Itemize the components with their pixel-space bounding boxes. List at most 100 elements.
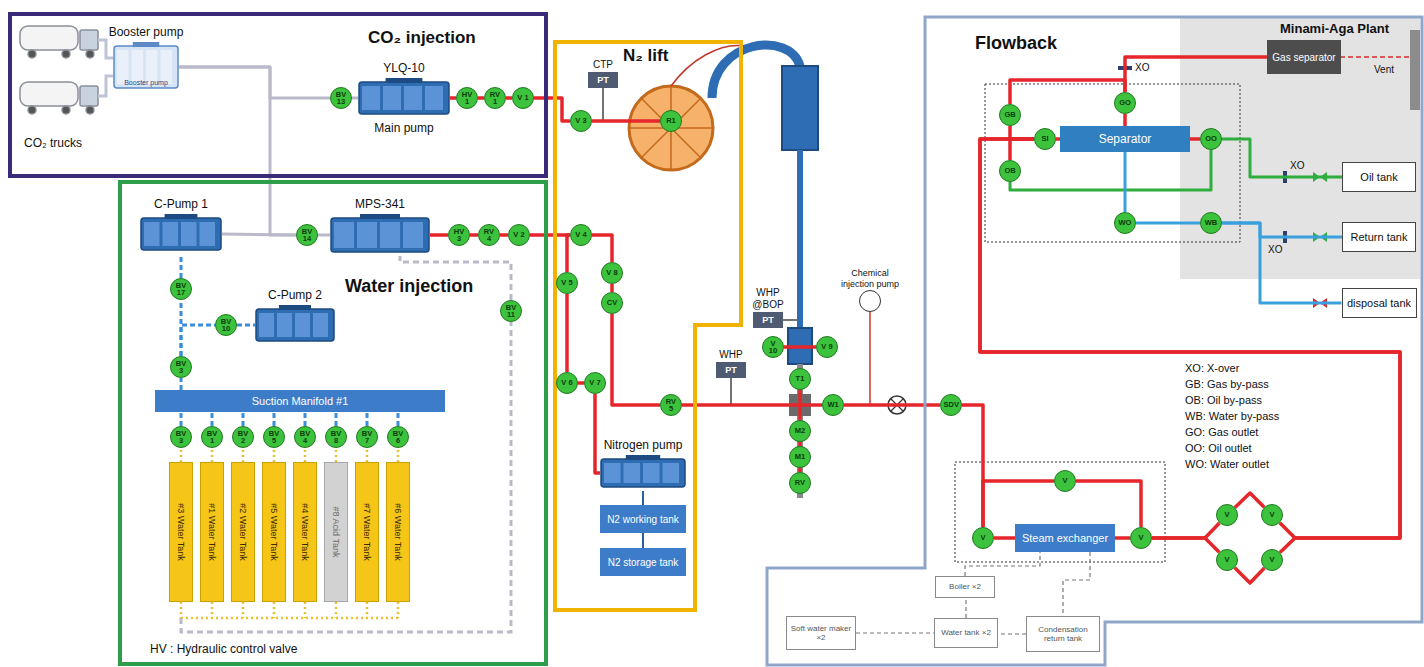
pipe-line bbox=[335, 412, 338, 426]
pipe-line bbox=[1222, 223, 1342, 237]
truck-wheel bbox=[28, 50, 36, 58]
node-label: #3 Water Tank bbox=[176, 503, 186, 561]
node-label: V 3 bbox=[575, 117, 586, 125]
valve-circle: BV 6 bbox=[387, 426, 409, 448]
lubricator bbox=[797, 150, 803, 328]
pipe-line bbox=[242, 448, 245, 462]
pump-panel bbox=[146, 50, 158, 84]
pump-symbol: Chemical injection pump bbox=[859, 290, 881, 312]
pipe-line bbox=[856, 632, 934, 633]
annotation-label: Vent bbox=[1374, 64, 1394, 75]
node-label: BV 6 bbox=[391, 430, 406, 445]
valve-circle: M1 bbox=[789, 446, 811, 468]
tank-box: disposal tank bbox=[1342, 288, 1417, 318]
valve-circle: BV 14 bbox=[296, 224, 318, 246]
node-label: Gas separator bbox=[1272, 52, 1335, 63]
valve-circle: T1 bbox=[789, 368, 811, 390]
region-border bbox=[767, 17, 1422, 665]
pump-panel bbox=[181, 222, 197, 246]
node-label: PT bbox=[597, 75, 609, 85]
pump-panel bbox=[357, 222, 377, 248]
utility-box: Condensation return tank bbox=[1026, 616, 1100, 652]
region-panel: Water injectionC-Pump 1MPS-341BV 14HV 3R… bbox=[118, 180, 548, 666]
node-label: YLQ-10 bbox=[383, 62, 424, 76]
pipe-line bbox=[500, 233, 508, 237]
pump-body bbox=[331, 218, 429, 252]
node-label: V bbox=[1138, 534, 1143, 542]
pipe-line bbox=[798, 390, 802, 420]
pipe-line bbox=[1115, 536, 1130, 540]
pressure-transmitter: WHPPT bbox=[716, 362, 746, 378]
node-label: Suction Manifold #1 bbox=[252, 395, 349, 407]
pump-body bbox=[256, 309, 334, 341]
pipe-line bbox=[211, 412, 214, 426]
pipe-line bbox=[1076, 481, 1141, 527]
pump-unit: Booster pumpBooster pump bbox=[113, 42, 179, 92]
node-label: Booster pump bbox=[124, 79, 168, 86]
node-label: PT bbox=[725, 365, 737, 375]
pump-panel bbox=[334, 222, 354, 248]
pipe-line bbox=[1222, 223, 1342, 303]
pipe-line bbox=[530, 233, 570, 237]
node-label: Water injection bbox=[345, 276, 473, 297]
valve-circle: RV bbox=[789, 472, 811, 494]
node-label: N2 storage tank bbox=[608, 557, 679, 568]
annotation-label: GO: Gas outlet bbox=[1185, 426, 1258, 438]
node-label: OO bbox=[1205, 135, 1217, 143]
node-label: Flowback bbox=[975, 33, 1057, 54]
truck-cab bbox=[80, 30, 98, 50]
pipe-line bbox=[642, 491, 644, 505]
annotation-label: CO₂ trucks bbox=[24, 136, 82, 150]
valve-circle: RV 1 bbox=[484, 87, 506, 109]
node-label: RV 1 bbox=[488, 91, 503, 106]
pump-panel bbox=[403, 222, 423, 248]
valve-circle: BV 4 bbox=[294, 426, 316, 448]
node-label: Separator bbox=[1099, 132, 1152, 146]
exchanger-skid bbox=[955, 462, 1165, 562]
pump-drawing bbox=[600, 455, 686, 491]
node-label: #2 Water Tank bbox=[238, 503, 248, 561]
pump-top bbox=[279, 305, 311, 310]
pump-panel bbox=[295, 313, 310, 337]
pipe-line bbox=[335, 448, 338, 462]
node-label: V bbox=[980, 534, 985, 542]
valve-circle: V 10 bbox=[762, 336, 784, 358]
node-label: CTP bbox=[593, 59, 613, 71]
valve-circle: RV 4 bbox=[478, 224, 500, 246]
valve-circle: W1 bbox=[822, 394, 844, 416]
crossover-mark bbox=[1118, 66, 1287, 243]
node-label: MPS-341 bbox=[355, 198, 405, 212]
valve-circle: BV 3 bbox=[170, 426, 192, 448]
node-label: GO bbox=[1119, 99, 1131, 107]
annotation-label: OO: Oil outlet bbox=[1185, 442, 1252, 454]
pipe-line bbox=[1124, 152, 1127, 212]
node-label: R1 bbox=[666, 117, 676, 125]
pipe-line bbox=[994, 536, 1015, 540]
pipe-line bbox=[534, 98, 570, 121]
valve-circle: BV 17 bbox=[170, 278, 192, 300]
pump-top bbox=[360, 214, 400, 219]
node-label: T1 bbox=[796, 375, 805, 383]
pump-drawing bbox=[358, 78, 450, 118]
node-label: N2 working tank bbox=[607, 514, 679, 525]
node-label: V 6 bbox=[561, 379, 572, 387]
node-label: BV 1 bbox=[205, 430, 220, 445]
injector-head bbox=[782, 66, 818, 150]
pipe-line bbox=[179, 67, 330, 98]
pump-top bbox=[165, 214, 198, 219]
water-tank: #3 Water Tank bbox=[169, 462, 193, 602]
pump-panel bbox=[200, 222, 216, 246]
pump-unit: YLQ-10Main pump bbox=[358, 78, 450, 118]
annotation-label: OB: Oil by-pass bbox=[1185, 394, 1262, 406]
pipe-line bbox=[1123, 114, 1127, 126]
pump-drawing bbox=[330, 214, 430, 256]
node-label: Return tank bbox=[1351, 231, 1408, 243]
node-label: CV bbox=[607, 299, 617, 307]
region-outline bbox=[765, 15, 1424, 667]
pipe-line bbox=[595, 394, 600, 473]
water-tank: #6 Water Tank bbox=[386, 462, 410, 602]
truck-wheel bbox=[86, 50, 94, 58]
valve-circle: BV 10 bbox=[215, 314, 237, 336]
reel-spokes bbox=[629, 86, 713, 170]
